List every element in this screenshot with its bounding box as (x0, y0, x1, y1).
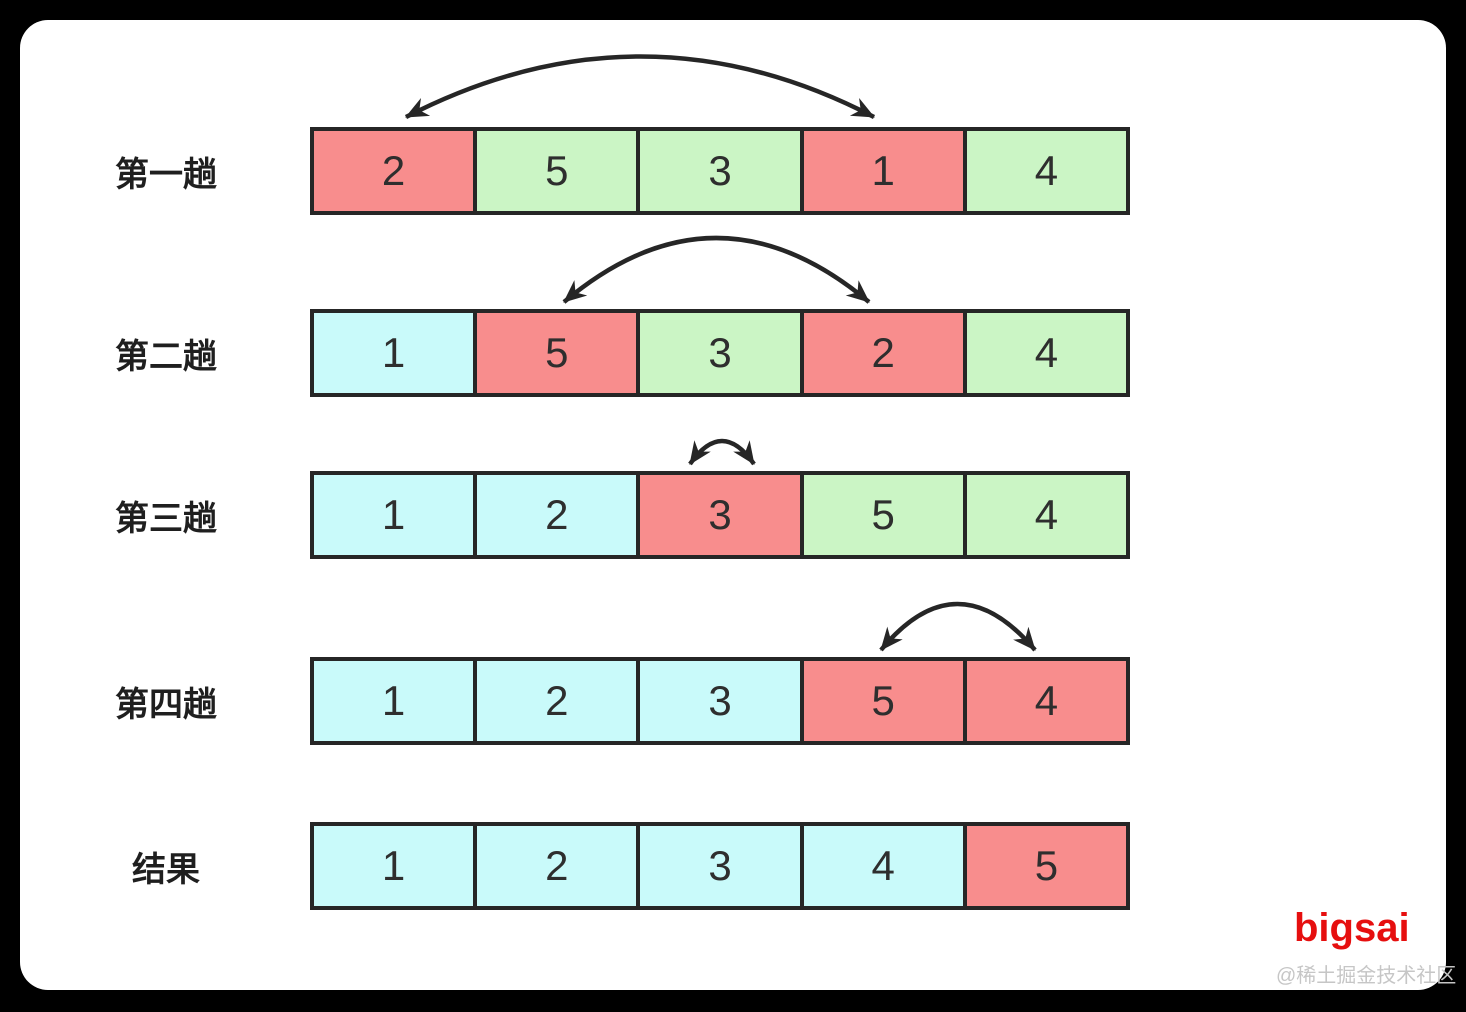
pass-1-label: 第一趟 (115, 155, 217, 194)
array-cell: 1 (799, 127, 967, 215)
array-cell: 2 (310, 127, 478, 215)
array-cell: 5 (473, 309, 641, 397)
pass-row-4: 第四趟 1 2 3 5 4 (0, 657, 1466, 745)
array-cell: 4 (799, 822, 967, 910)
array-cell: 3 (636, 127, 804, 215)
pass-2-label: 第二趟 (115, 337, 217, 376)
pass-row-1: 第一趟 2 5 3 1 4 (0, 127, 1466, 215)
array-cell: 4 (962, 309, 1131, 397)
array-cell: 1 (310, 657, 478, 745)
array-cell: 2 (473, 657, 641, 745)
array-cell: 5 (962, 822, 1131, 910)
array-cell: 5 (473, 127, 641, 215)
array-cell: 3 (636, 309, 804, 397)
pass-3-array: 1 2 3 5 4 (310, 471, 1131, 559)
array-cell: 2 (799, 309, 967, 397)
pass-1-array: 2 5 3 1 4 (310, 127, 1131, 215)
array-cell: 1 (310, 471, 478, 559)
pass-2-array: 1 5 3 2 4 (310, 309, 1131, 397)
array-cell: 4 (962, 657, 1131, 745)
bigsai-logo: bigsai (1294, 906, 1410, 950)
array-cell: 2 (473, 471, 641, 559)
array-cell: 3 (636, 822, 804, 910)
community-watermark: @稀土掘金技术社区 (1276, 965, 1457, 987)
array-cell: 5 (799, 471, 967, 559)
result-label: 结果 (132, 850, 200, 889)
array-cell: 2 (473, 822, 641, 910)
result-array: 1 2 3 4 5 (310, 822, 1131, 910)
array-cell: 4 (962, 127, 1131, 215)
pass-4-label: 第四趟 (115, 685, 217, 724)
result-row: 结果 1 2 3 4 5 (0, 822, 1466, 910)
array-cell: 1 (310, 309, 478, 397)
pass-row-2: 第二趟 1 5 3 2 4 (0, 309, 1466, 397)
pass-row-3: 第三趟 1 2 3 5 4 (0, 471, 1466, 559)
array-cell: 4 (962, 471, 1131, 559)
array-cell: 5 (799, 657, 967, 745)
pass-4-array: 1 2 3 5 4 (310, 657, 1131, 745)
pass-3-label: 第三趟 (115, 499, 217, 538)
array-cell: 3 (636, 657, 804, 745)
array-cell: 1 (310, 822, 478, 910)
array-cell: 3 (636, 471, 804, 559)
